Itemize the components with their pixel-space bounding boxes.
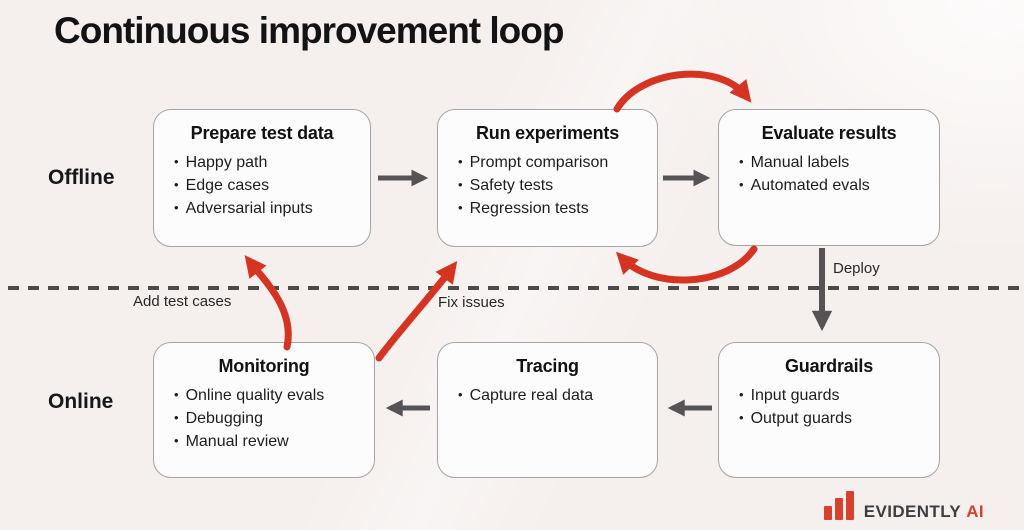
bullet-list: Input guardsOutput guards — [719, 384, 939, 430]
logo-ai-text: AI — [966, 502, 984, 521]
bullet-list: Online quality evalsDebuggingManual revi… — [154, 384, 374, 454]
bullet-item: Debugging — [174, 407, 366, 430]
arrow-label-fix-issues: Fix issues — [438, 294, 505, 311]
red-arrow-monitoring-to-run — [375, 261, 458, 362]
bullet-item: Adversarial inputs — [174, 197, 362, 220]
bullet-item: Happy path — [174, 151, 362, 174]
online-lane-label: Online — [48, 390, 114, 413]
bullet-item: Input guards — [739, 384, 931, 407]
box-title: Tracing — [516, 356, 579, 376]
bullet-item: Manual review — [174, 430, 366, 453]
bullet-list: Happy pathEdge casesAdversarial inputs — [154, 151, 370, 221]
bullet-list: Manual labelsAutomated evals — [719, 151, 939, 197]
bullet-list: Prompt comparisonSafety testsRegression … — [438, 151, 657, 221]
bullet-item: Edge cases — [174, 174, 362, 197]
bullet-item: Manual labels — [739, 151, 931, 174]
bullet-item: Output guards — [739, 407, 931, 430]
box-evaluate-results: Evaluate results Manual labelsAutomated … — [718, 109, 940, 246]
red-arrow-monitoring-to-prepare — [244, 255, 292, 351]
box-title: Prepare test data — [190, 123, 334, 143]
box-run-experiments: Run experiments Prompt comparisonSafety … — [437, 109, 658, 247]
arrow-label-deploy: Deploy — [833, 260, 880, 277]
box-title: Run experiments — [475, 123, 620, 143]
box-prepare-test-data: Prepare test data Happy pathEdge casesAd… — [153, 109, 371, 247]
red-arrow-run-to-evaluate-loop — [613, 70, 752, 113]
box-monitoring: Monitoring Online quality evalsDebugging… — [153, 342, 375, 478]
box-title: Monitoring — [218, 356, 310, 376]
box-title: Evaluate results — [761, 123, 897, 143]
bullet-item: Online quality evals — [174, 384, 366, 407]
arrow-label-add-test-cases: Add test cases — [133, 293, 232, 310]
bullet-item: Automated evals — [739, 174, 931, 197]
box-tracing: Tracing Capture real data — [437, 342, 658, 478]
bullet-item: Prompt comparison — [458, 151, 649, 174]
bullet-list: Capture real data — [438, 384, 657, 407]
bullet-item: Safety tests — [458, 174, 649, 197]
bar-chart-icon — [823, 491, 854, 520]
bullet-item: Regression tests — [458, 197, 649, 220]
red-arrow-evaluate-to-run-loop — [615, 245, 758, 284]
box-title: Guardrails — [784, 356, 874, 376]
page-title: Continuous improvement loop — [54, 10, 564, 51]
logo-wordmark-text: EVIDENTLY — [863, 502, 962, 521]
bullet-item: Capture real data — [458, 384, 649, 407]
box-guardrails: Guardrails Input guardsOutput guards — [718, 342, 940, 478]
offline-lane-label: Offline — [48, 166, 115, 189]
